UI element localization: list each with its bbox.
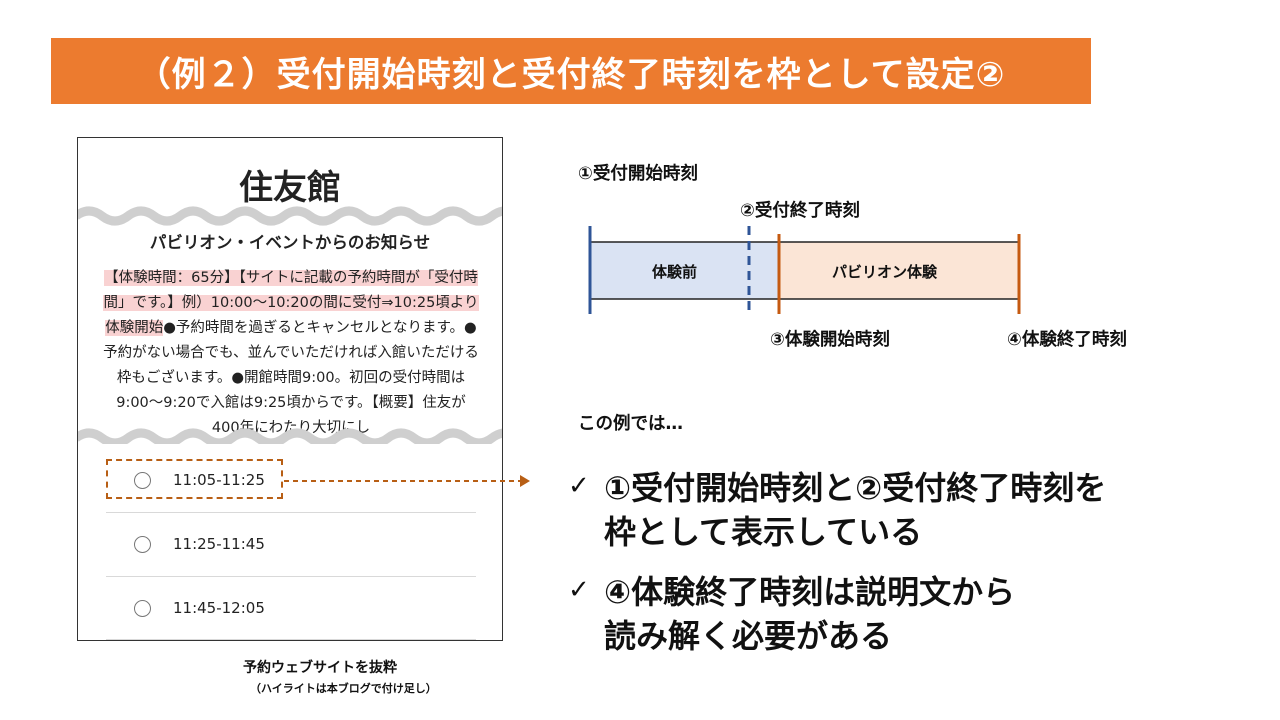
time-slot-3[interactable]: 11:45-12:05 — [134, 595, 265, 621]
notice-text: ●予約時間を過ぎるとキャンセルとなります。●予約がない場合でも、並んでいただけれ… — [103, 320, 479, 436]
check-icon: ✓ — [568, 575, 590, 605]
segment-before-label: 体験前 — [652, 263, 698, 281]
point-2-line-1: ④体験終了時刻は説明文から — [604, 573, 1016, 611]
segment-experience-label: パビリオン体験 — [832, 263, 938, 281]
point-2: ④体験終了時刻は説明文から 読み解く必要がある — [604, 570, 1015, 658]
page-title-banner: （例２）受付開始時刻と受付終了時刻を枠として設定② — [51, 38, 1091, 104]
point-1-line-1: ①受付開始時刻と②受付終了時刻を — [604, 469, 1107, 507]
excerpt-caption: 予約ウェブサイトを抜粋 — [243, 660, 397, 676]
notice-body: 【体験時間：65分】【サイトに記載の予約時間が「受付時間」です。】例）10:00… — [103, 266, 479, 441]
website-excerpt: 住友館 パビリオン・イベントからのお知らせ 【体験時間：65分】【サイトに記載の… — [77, 137, 503, 641]
timeline-diagram — [588, 226, 1021, 314]
slot-time: 11:45-12:05 — [173, 599, 265, 617]
page-title: （例２）受付開始時刻と受付終了時刻を枠として設定② — [136, 54, 1006, 95]
label-reception-end: ②受付終了時刻 — [740, 201, 860, 221]
time-slot-1[interactable]: 11:05-11:25 — [134, 467, 265, 493]
notice-heading: パビリオン・イベントからのお知らせ — [149, 233, 431, 252]
divider — [106, 512, 476, 513]
cut-wave-top — [78, 206, 502, 226]
label-experience-end: ④体験終了時刻 — [1007, 330, 1127, 350]
slot-time: 11:05-11:25 — [173, 471, 265, 489]
radio-button[interactable] — [134, 471, 151, 489]
radio-button[interactable] — [134, 599, 151, 617]
label-experience-start: ③体験開始時刻 — [770, 330, 890, 350]
highlighted-slot-frame — [106, 459, 283, 499]
divider — [106, 639, 476, 640]
point-2-line-2: 読み解く必要がある — [604, 617, 893, 655]
radio-button[interactable] — [134, 535, 151, 553]
label-reception-start: ①受付開始時刻 — [578, 164, 698, 184]
excerpt-caption-note: （ハイライトは本ブログで付け足し） — [250, 682, 437, 695]
divider — [106, 576, 476, 577]
point-1: ①受付開始時刻と②受付終了時刻を 枠として表示している — [604, 466, 1106, 554]
point-1-line-2: 枠として表示している — [604, 513, 923, 551]
check-icon: ✓ — [568, 471, 590, 501]
pavilion-title: 住友館 — [239, 168, 341, 208]
dashed-arrow-icon — [284, 475, 530, 487]
example-lead: この例では… — [578, 414, 683, 434]
slot-time: 11:25-11:45 — [173, 535, 265, 553]
time-slot-2[interactable]: 11:25-11:45 — [134, 531, 265, 557]
